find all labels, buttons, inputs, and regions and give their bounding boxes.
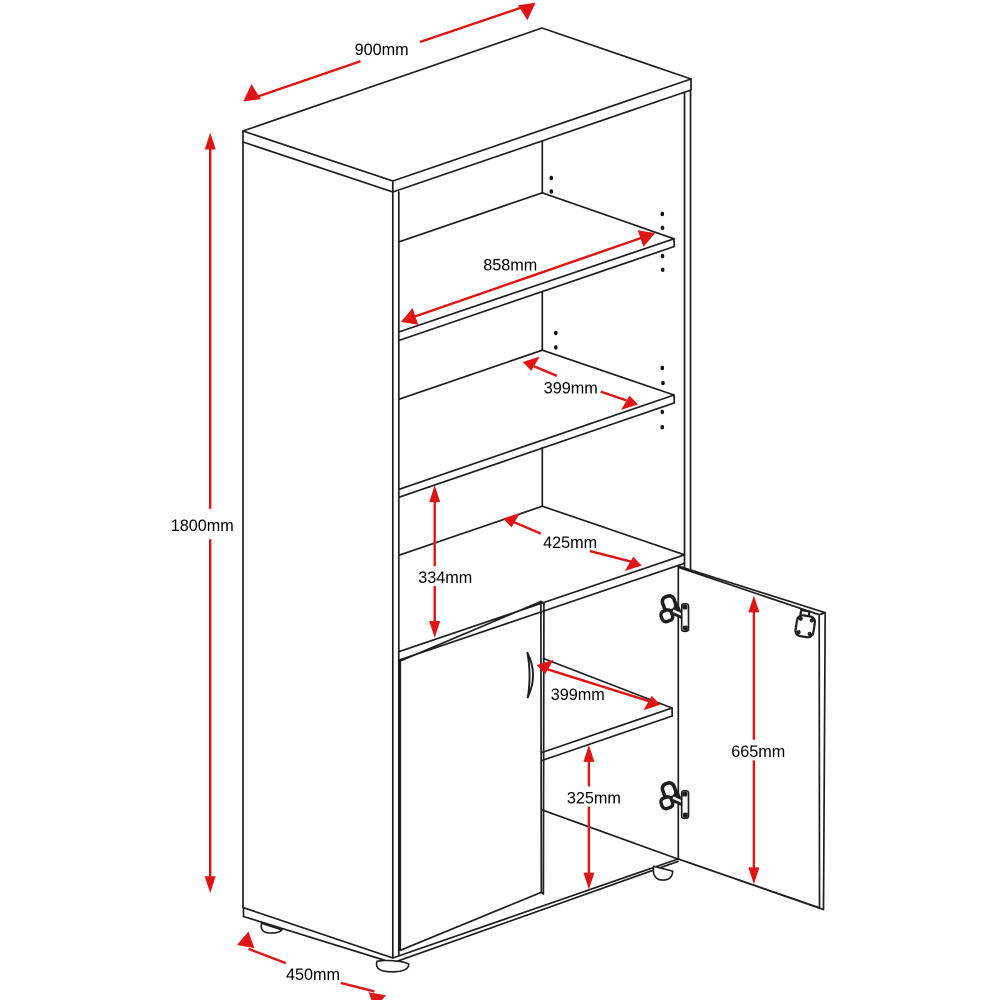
- svg-text:665mm: 665mm: [731, 743, 785, 761]
- svg-text:450mm: 450mm: [286, 966, 340, 984]
- svg-text:399mm: 399mm: [544, 380, 598, 398]
- svg-text:399mm: 399mm: [551, 686, 605, 704]
- svg-text:858mm: 858mm: [483, 256, 537, 274]
- svg-text:900mm: 900mm: [355, 41, 409, 59]
- svg-text:425mm: 425mm: [543, 534, 597, 552]
- svg-text:1800mm: 1800mm: [171, 517, 234, 535]
- svg-text:325mm: 325mm: [567, 790, 621, 808]
- svg-text:334mm: 334mm: [418, 569, 472, 587]
